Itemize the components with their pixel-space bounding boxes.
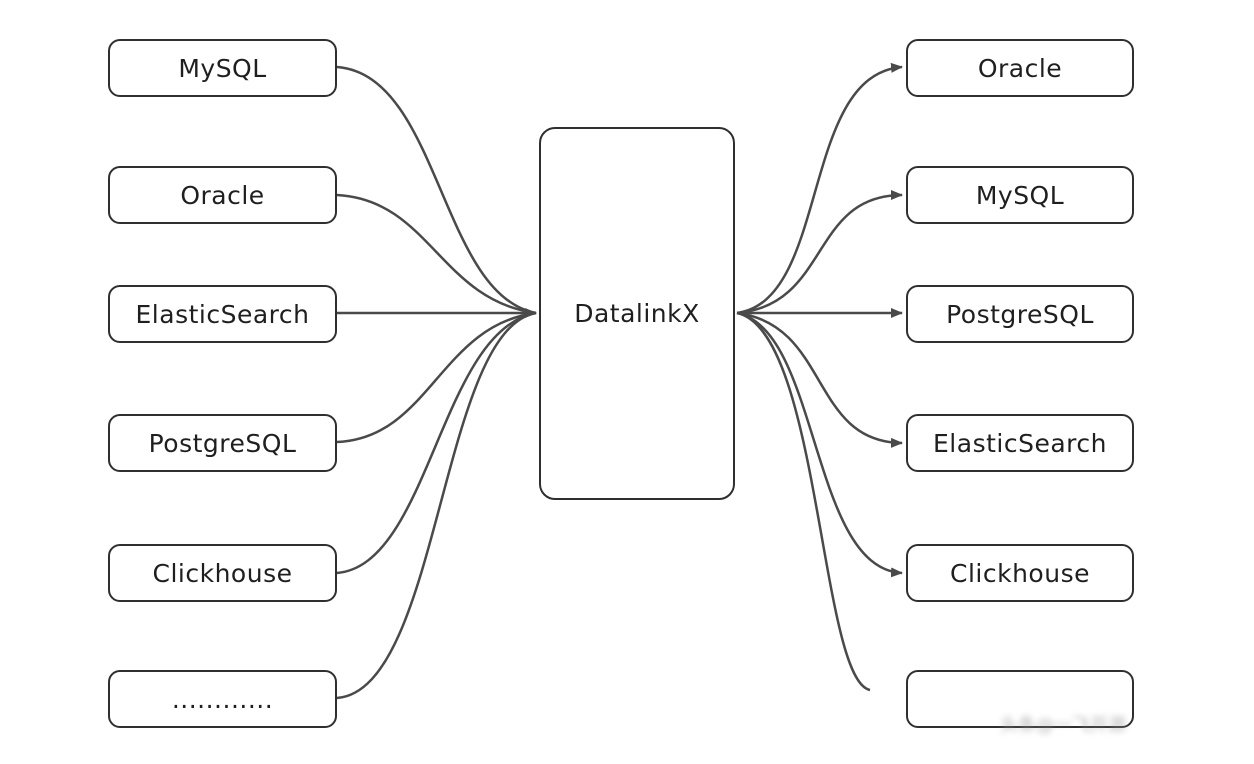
target-node-postgresql: PostgreSQL xyxy=(906,285,1134,343)
source-node-postgresql: PostgreSQL xyxy=(108,414,337,472)
edge-source-6 xyxy=(336,311,537,700)
source-node-clickhouse: Clickhouse xyxy=(108,544,337,602)
edge-source-1 xyxy=(336,65,537,315)
hub-node-label: DatalinkX xyxy=(574,299,700,328)
target-node-label: Oracle xyxy=(977,53,1063,83)
target-node-label: PostgreSQL xyxy=(946,299,1094,329)
source-node-more: ............ xyxy=(108,670,337,728)
target-node-label: MySQL xyxy=(975,180,1065,210)
target-node-oracle: Oracle xyxy=(906,39,1134,97)
edge-target-5 xyxy=(736,311,903,578)
edge-source-2 xyxy=(336,193,537,315)
edge-target-6 xyxy=(736,311,871,692)
source-node-mysql: MySQL xyxy=(108,39,337,97)
target-node-label: ElasticSearch xyxy=(933,428,1107,458)
source-node-label: MySQL xyxy=(178,53,267,83)
target-node-clickhouse: Clickhouse xyxy=(906,544,1134,602)
edge-source-5 xyxy=(336,311,537,575)
source-node-oracle: Oracle xyxy=(108,166,337,224)
edge-target-2 xyxy=(736,190,903,315)
hub-node-datalinkx: DatalinkX xyxy=(539,127,735,500)
target-node-blank xyxy=(906,670,1134,728)
watermark-text: 头条@一飞开源 xyxy=(1000,715,1126,736)
source-node-label: ............ xyxy=(171,684,274,714)
source-node-elasticsearch: ElasticSearch xyxy=(108,285,337,343)
target-node-elasticsearch: ElasticSearch xyxy=(906,414,1134,472)
edge-target-4 xyxy=(736,311,903,448)
source-node-label: ElasticSearch xyxy=(135,299,310,329)
target-node-mysql: MySQL xyxy=(906,166,1134,224)
source-node-label: Oracle xyxy=(180,180,265,210)
edge-target-1 xyxy=(736,62,903,315)
source-node-label: Clickhouse xyxy=(152,558,293,588)
source-node-label: PostgreSQL xyxy=(148,428,297,458)
target-node-label: Clickhouse xyxy=(950,558,1090,588)
edge-source-4 xyxy=(336,311,537,444)
